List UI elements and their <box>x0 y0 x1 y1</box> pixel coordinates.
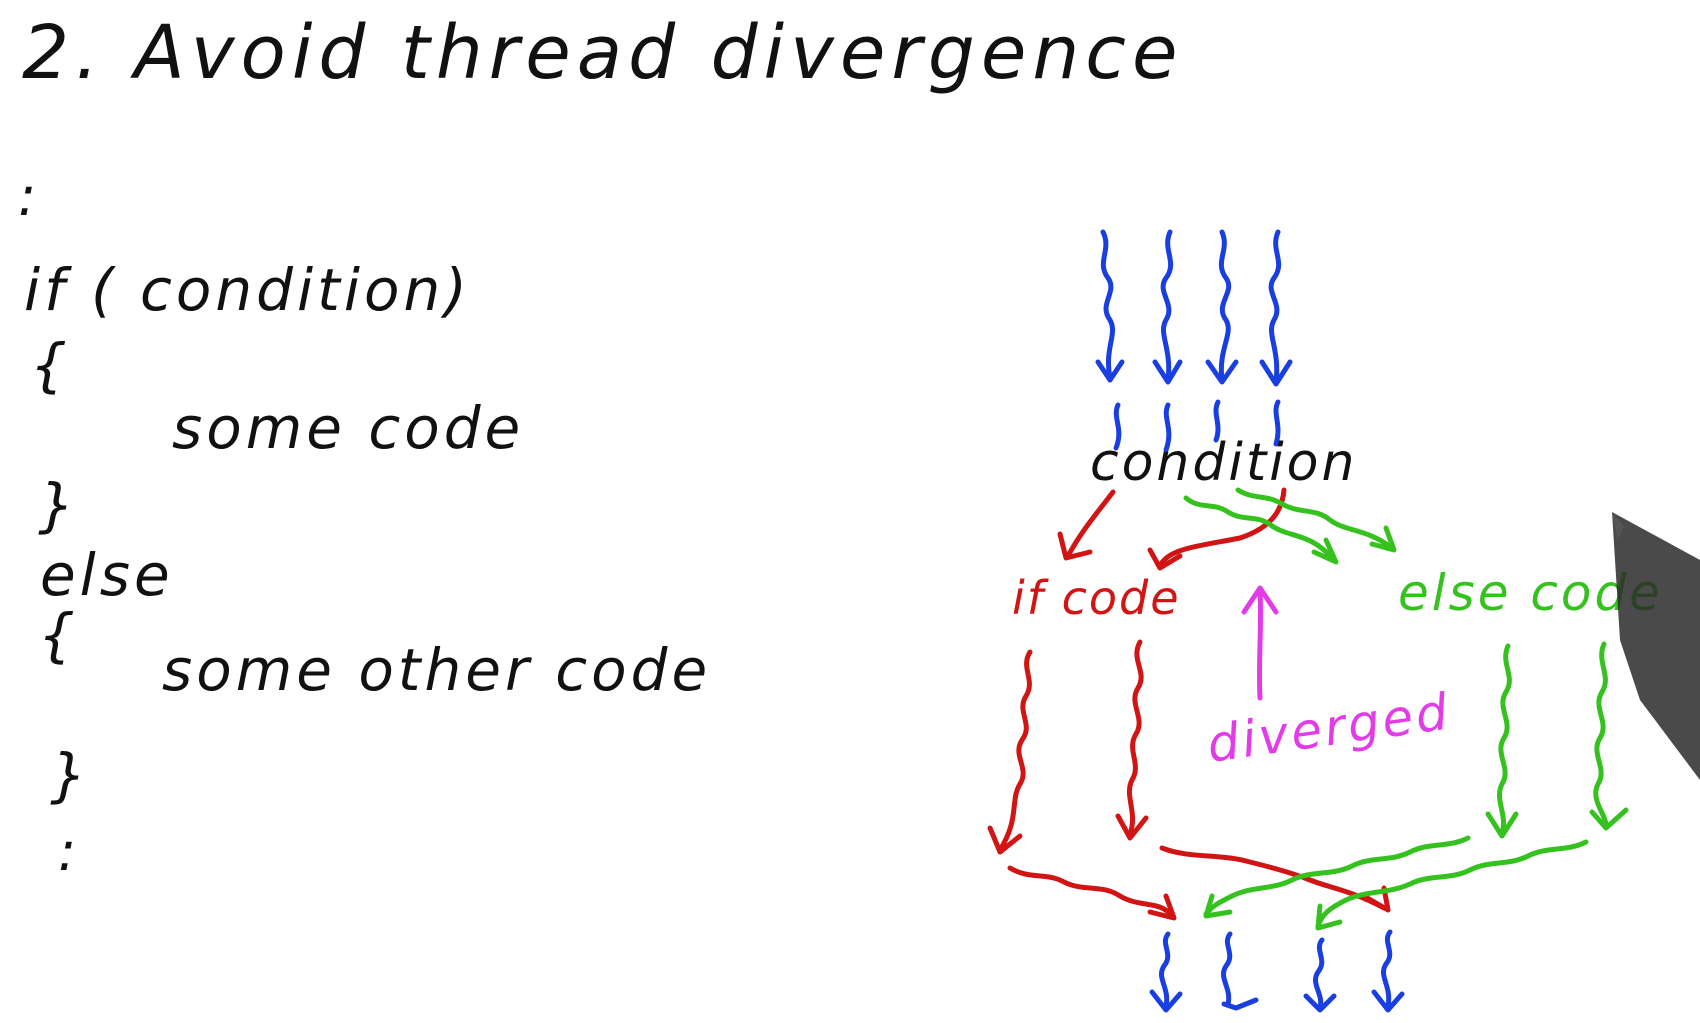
out-thread-2 <box>1221 931 1233 1007</box>
green-thread-1 <box>1496 643 1512 837</box>
thread-dash-1 <box>1113 402 1122 451</box>
green-thread-1-head <box>1485 811 1519 839</box>
red-merge-2 <box>1159 845 1387 911</box>
red-thread-2 <box>1126 639 1144 837</box>
red-thread-1-head <box>987 825 1023 855</box>
red-merge-1-head <box>1147 893 1177 921</box>
green-arrow-2-head <box>1369 525 1397 553</box>
code-brace-close-1: } <box>38 471 79 539</box>
code-brace-open-1: { <box>30 331 71 399</box>
if-branch-arrows <box>1057 487 1287 571</box>
thread-arrow-4-head <box>1259 359 1293 387</box>
red-arrow-left-head <box>1057 531 1093 561</box>
condition-label: condition <box>1090 433 1357 493</box>
thread-arrow-2 <box>1160 229 1174 383</box>
green-arrow-2 <box>1235 487 1395 551</box>
out-thread-3 <box>1313 937 1325 1011</box>
out-thread-1-head <box>1149 989 1183 1013</box>
red-merge-1 <box>1007 865 1175 919</box>
outgoing-threads <box>1149 929 1405 1013</box>
reconvergence-arrows <box>1007 835 1589 931</box>
incoming-threads <box>1095 229 1293 453</box>
green-merge-1-head <box>1203 893 1233 919</box>
code-some-other-code: some other code <box>162 636 711 704</box>
thread-arrow-3-head <box>1205 359 1239 385</box>
else-code-threads <box>1485 641 1629 839</box>
out-thread-1 <box>1159 931 1171 1009</box>
green-merge-1 <box>1203 835 1471 917</box>
marker-pen <box>1612 512 1700 780</box>
out-thread-4-head <box>1371 989 1405 1013</box>
thread-dash-4 <box>1273 399 1281 447</box>
red-thread-2-head <box>1115 813 1149 841</box>
code-else-line: else <box>40 541 174 609</box>
thread-arrow-3 <box>1218 229 1232 383</box>
slide-title: 2. Avoid thread divergence <box>22 10 1183 96</box>
code-ellipsis-bottom: : <box>58 820 79 883</box>
diverged-arrow-head <box>1241 585 1279 615</box>
red-arrow-right <box>1157 487 1287 569</box>
if-code-threads <box>987 639 1149 855</box>
green-merge-2 <box>1315 839 1589 929</box>
diverged-label: diverged <box>1204 682 1454 774</box>
green-arrow-1 <box>1183 495 1337 563</box>
red-arrow-right-head <box>1147 547 1183 571</box>
code-brace-open-2: { <box>38 601 79 669</box>
code-brace-close-2: } <box>50 741 91 809</box>
green-thread-2-head <box>1589 807 1629 831</box>
if-code-label: if code <box>1012 571 1181 625</box>
out-thread-2-head <box>1221 997 1259 1011</box>
code-if-line: if ( condition) <box>24 256 471 324</box>
diverged-arrow <box>1256 587 1264 701</box>
green-merge-2-head <box>1315 903 1343 931</box>
out-thread-4 <box>1381 929 1393 1009</box>
code-some-code: some code <box>172 394 524 462</box>
thread-arrow-2-head <box>1152 359 1183 385</box>
thread-dash-2 <box>1163 402 1172 453</box>
red-thread-1 <box>997 649 1033 853</box>
green-thread-2 <box>1593 641 1609 829</box>
code-ellipsis-top: : <box>18 165 39 228</box>
green-arrow-1-head <box>1311 537 1339 565</box>
red-merge-2-head <box>1361 885 1391 913</box>
thread-arrow-4 <box>1268 229 1282 385</box>
out-thread-3-head <box>1303 993 1337 1013</box>
thread-arrow-1 <box>1100 229 1116 381</box>
marker-pen-tip <box>1612 512 1624 540</box>
red-arrow-left <box>1065 489 1116 559</box>
thread-arrow-1-head <box>1095 359 1125 383</box>
else-branch-arrows <box>1183 487 1397 565</box>
thread-dash-3 <box>1213 399 1221 443</box>
